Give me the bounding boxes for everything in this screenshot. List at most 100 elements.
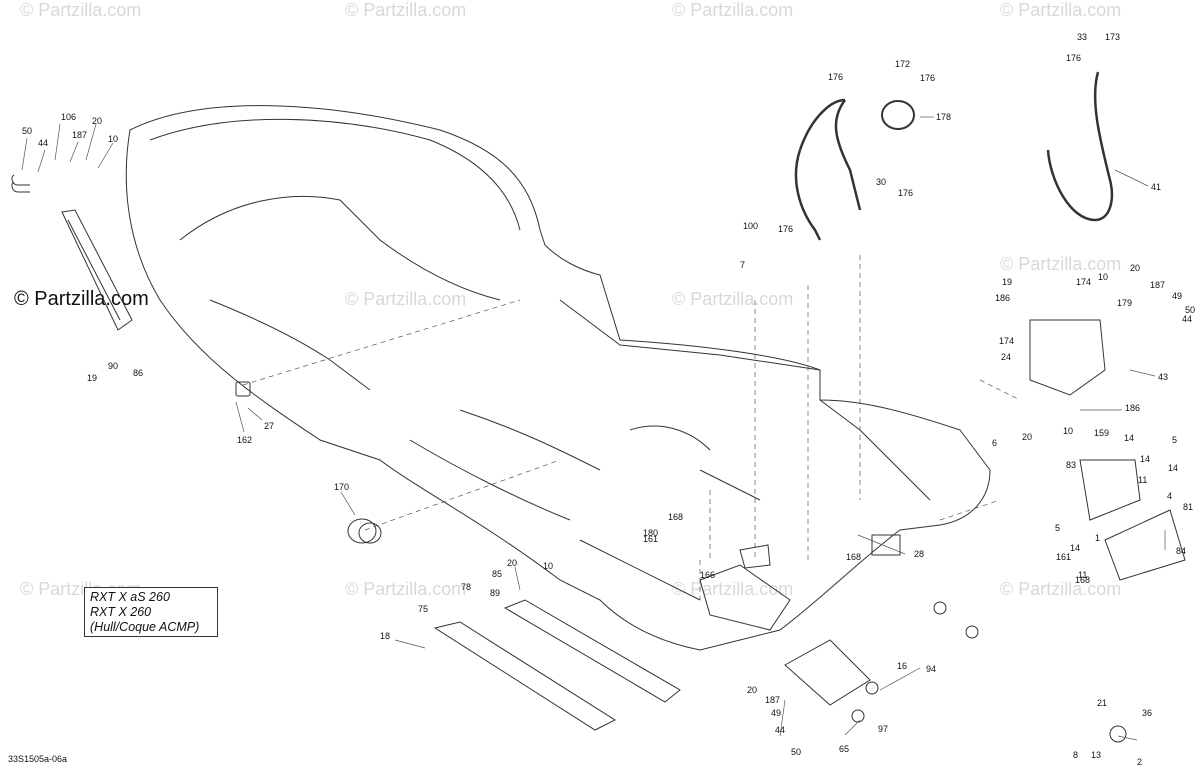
- callout: 97: [878, 724, 888, 734]
- callout: 5: [1055, 523, 1060, 533]
- watermark: © Partzilla.com: [672, 579, 793, 599]
- callout: 44: [38, 138, 48, 148]
- callout: 176: [920, 73, 935, 83]
- watermark: © Partzilla.com: [672, 0, 793, 20]
- callout: 75: [418, 604, 428, 614]
- parts: [11, 71, 1186, 743]
- watermark: © Partzilla.com: [1000, 254, 1121, 274]
- callout: 19: [1002, 277, 1012, 287]
- sleeve-170: [347, 518, 377, 544]
- callout: 14: [1124, 433, 1134, 443]
- callout: 16: [897, 661, 907, 671]
- callout: 14: [1140, 454, 1150, 464]
- callout: 89: [490, 588, 500, 598]
- callout: 8: [1073, 750, 1078, 760]
- leader-lines: [21, 116, 1166, 741]
- callout: 10: [1063, 426, 1073, 436]
- callout: 20: [92, 116, 102, 126]
- watermark: © Partzilla.com: [1000, 0, 1121, 20]
- callout: 180: [643, 528, 658, 538]
- callout: 86: [133, 368, 143, 378]
- callout: 10: [543, 561, 553, 571]
- callout: 14: [1168, 463, 1178, 473]
- callout: 30: [876, 177, 886, 187]
- callout: 106: [61, 112, 76, 122]
- callout: 14: [1070, 543, 1080, 553]
- callout: 172: [895, 59, 910, 69]
- callout: 81: [1183, 502, 1193, 512]
- callout: 33: [1077, 32, 1087, 42]
- callout: 19: [87, 373, 97, 383]
- callout: 36: [1142, 708, 1152, 718]
- callout: 187: [765, 695, 780, 705]
- callout: 43: [1158, 372, 1168, 382]
- clip-27: [235, 381, 251, 397]
- clip-28: [871, 534, 901, 556]
- bumper-166: [739, 544, 771, 569]
- callout: 168: [668, 512, 683, 522]
- callout: 49: [771, 708, 781, 718]
- watermark: © Partzilla.com: [672, 289, 793, 309]
- rail-75: [433, 621, 617, 731]
- callout: 10: [108, 134, 118, 144]
- callout: 176: [1066, 53, 1081, 63]
- callout: 24: [1001, 352, 1011, 362]
- bracket-86: [61, 209, 133, 331]
- model-label-box: RXT X aS 260 RXT X 260 (Hull/Coque ACMP): [84, 587, 218, 637]
- callout: 168: [1075, 575, 1090, 585]
- callout: 20: [1130, 263, 1140, 273]
- model-line: RXT X 260: [90, 605, 152, 619]
- callout: 187: [72, 130, 87, 140]
- callout: 49: [1172, 291, 1182, 301]
- callout: 18: [380, 631, 390, 641]
- callout: 187: [1150, 280, 1165, 290]
- hinge-83: [1079, 459, 1141, 521]
- callout: 186: [995, 293, 1010, 303]
- callout: 21: [1097, 698, 1107, 708]
- callout: 84: [1176, 546, 1186, 556]
- callout: 44: [775, 725, 785, 735]
- watermark: © Partzilla.com: [345, 579, 466, 599]
- callout: 78: [461, 582, 471, 592]
- callout: 20: [747, 685, 757, 695]
- model-line: RXT X aS 260: [90, 590, 170, 604]
- callout: 41: [1151, 182, 1161, 192]
- callout: 83: [1066, 460, 1076, 470]
- callout: 174: [999, 336, 1014, 346]
- watermark-layer: © Partzilla.com © Partzilla.com © Partzi…: [14, 0, 1121, 599]
- callout: 178: [936, 112, 951, 122]
- callout: 6: [992, 438, 997, 448]
- callout: 20: [1022, 432, 1032, 442]
- callout: 100: [743, 221, 758, 231]
- callout: 161: [1056, 552, 1071, 562]
- callout: 27: [264, 421, 274, 431]
- callout: 50: [22, 126, 32, 136]
- callout: 159: [1094, 428, 1109, 438]
- callout: 1: [1095, 533, 1100, 543]
- watermark: © Partzilla.com: [1000, 579, 1121, 599]
- callout: 161: [643, 534, 658, 544]
- callout: 170: [334, 482, 349, 492]
- watermark: © Partzilla.com: [345, 289, 466, 309]
- callout: 65: [839, 744, 849, 754]
- watermark: © Partzilla.com: [20, 0, 141, 20]
- callout: 176: [828, 72, 843, 82]
- callout: 50: [791, 747, 801, 757]
- callout: 50: [1185, 305, 1195, 315]
- guide-lines: [242, 255, 1021, 600]
- housing-94: [784, 639, 871, 706]
- plate-84: [1104, 509, 1186, 581]
- callout: 11: [1138, 475, 1147, 485]
- callout: 28: [914, 549, 924, 559]
- callout: 7: [740, 260, 745, 270]
- hull: [125, 105, 991, 651]
- callout: 90: [108, 361, 118, 371]
- callout: 44: [1182, 314, 1192, 324]
- callout: 10: [1098, 272, 1108, 282]
- callout: 20: [507, 558, 517, 568]
- callout: 186: [1125, 403, 1140, 413]
- callout: 162: [237, 435, 252, 445]
- watermark: © Partzilla.com: [345, 0, 466, 20]
- figure-code: 33S1505a-06a: [8, 754, 68, 764]
